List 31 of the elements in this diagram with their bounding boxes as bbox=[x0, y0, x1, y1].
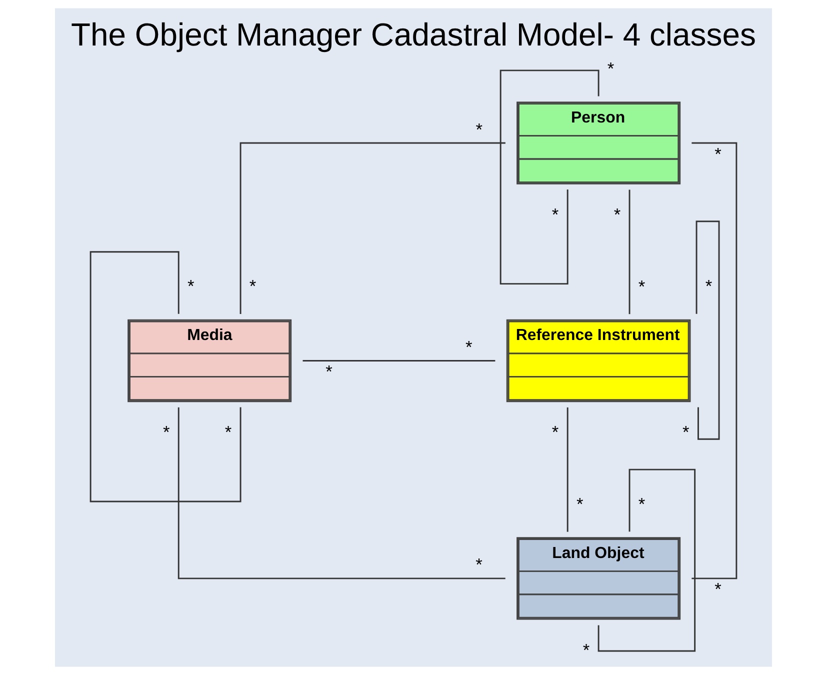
label: * bbox=[464, 336, 472, 357]
label: * bbox=[224, 422, 232, 442]
label: * bbox=[162, 422, 170, 442]
connector bbox=[499, 70, 599, 285]
label: * bbox=[475, 119, 482, 140]
label: * bbox=[551, 422, 558, 442]
label: * bbox=[714, 579, 721, 600]
label: * bbox=[551, 204, 558, 224]
connector bbox=[628, 190, 630, 314]
label: * bbox=[475, 554, 482, 575]
label: * bbox=[682, 422, 689, 442]
label: * bbox=[613, 204, 620, 225]
connector bbox=[695, 220, 720, 440]
connector bbox=[566, 407, 568, 532]
connector bbox=[691, 142, 737, 580]
connector bbox=[89, 251, 241, 502]
label: * bbox=[714, 144, 721, 164]
connector bbox=[239, 142, 505, 314]
label: * bbox=[248, 276, 256, 296]
label: * bbox=[638, 494, 645, 514]
diagram-title: The Object Manager Cadastral Model- 4 classes bbox=[70, 16, 756, 52]
label: * bbox=[606, 58, 614, 78]
label: * bbox=[576, 494, 583, 514]
label: * bbox=[704, 276, 712, 296]
label: * bbox=[638, 276, 645, 296]
label: * bbox=[186, 276, 194, 296]
connector bbox=[177, 407, 505, 580]
label: * bbox=[582, 640, 590, 660]
label: * bbox=[325, 361, 332, 382]
connector bbox=[597, 468, 696, 652]
connector bbox=[302, 360, 495, 362]
